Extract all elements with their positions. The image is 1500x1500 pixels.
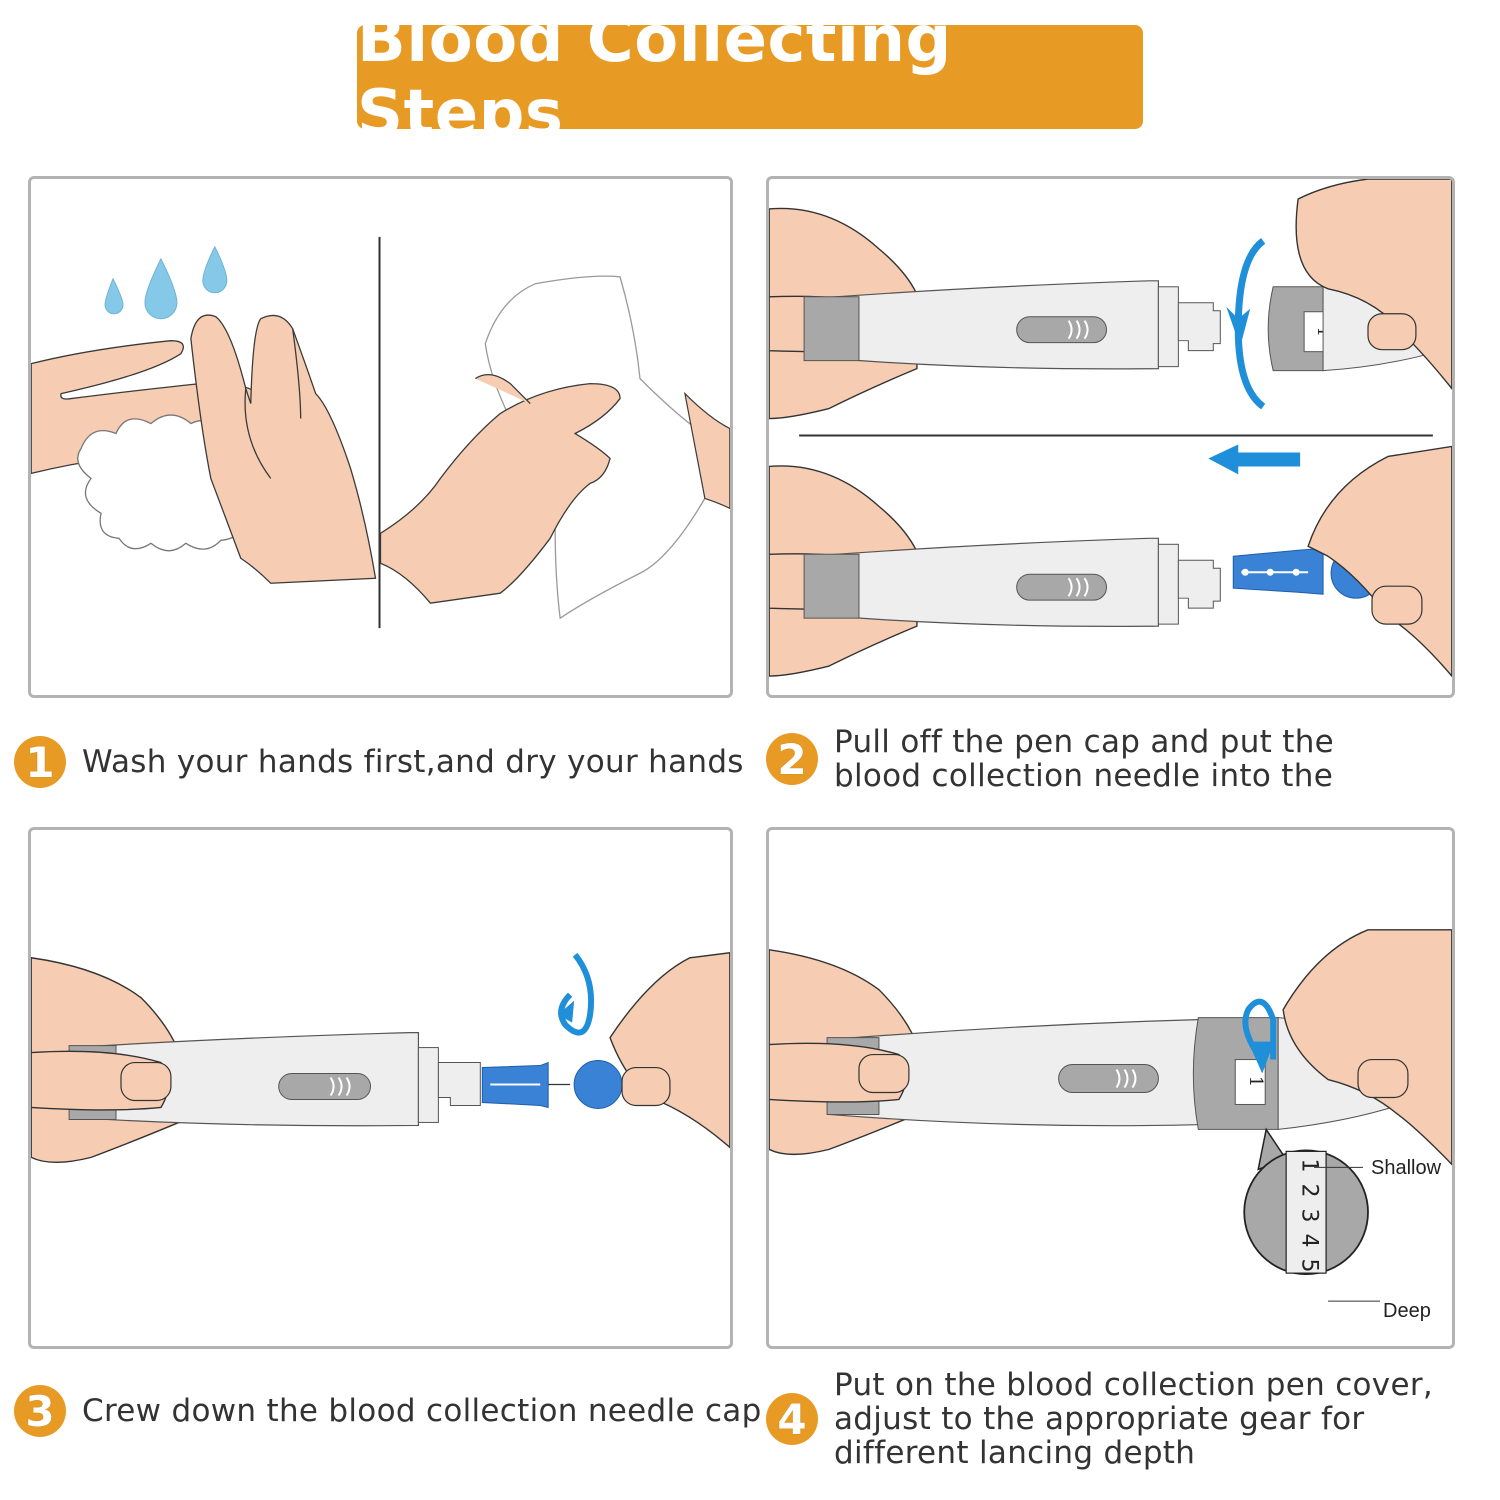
- title-banner: Blood Collecting Steps: [357, 3, 1143, 151]
- right-hand: [190, 314, 377, 584]
- drying-hand: [379, 382, 621, 604]
- step-2-caption: 2 Pull off the pen cap and put the blood…: [766, 725, 1334, 793]
- depth-value: 2: [1296, 1183, 1322, 1198]
- depth-adjust-drawing: 1: [769, 929, 1452, 1302]
- page-title: Blood Collecting Steps: [357, 3, 952, 151]
- pen-top-scene: 1: [769, 179, 1452, 420]
- depth-value: 3: [1296, 1208, 1322, 1223]
- step-text-line: different lancing depth: [834, 1435, 1196, 1471]
- hand-washing-drawing: [31, 236, 730, 629]
- step-text-line: adjust to the appropriate gear for: [834, 1401, 1365, 1437]
- depth-value: 4: [1296, 1233, 1322, 1248]
- step-2-illustration: 1: [766, 176, 1455, 698]
- lancet-needle: [481, 1061, 571, 1109]
- cap-dial-number: 1: [1245, 1076, 1266, 1087]
- step-4-caption: 4 Put on the blood collection pen cover,…: [766, 1368, 1433, 1470]
- depth-scale: 1 2 3 4 5: [1289, 1153, 1329, 1275]
- lancet-cap: [573, 1060, 623, 1109]
- depth-value: 5: [1296, 1258, 1322, 1273]
- depth-dial-magnifier: [1243, 1127, 1380, 1302]
- pen-cap-removal-drawing: 1: [769, 179, 1452, 678]
- step-number-badge: 1: [14, 736, 66, 788]
- step-3-caption: 3 Crew down the blood collection needle …: [14, 1385, 762, 1437]
- insert-arrow-icon: [1208, 444, 1301, 475]
- deep-label: Deep: [1383, 1300, 1431, 1322]
- lancet-cap-twist-drawing: [31, 952, 730, 1164]
- shallow-label: Shallow: [1371, 1157, 1442, 1179]
- step-4-illustration: 1 1 2 3 4 5 Shallow Deep: [766, 827, 1455, 1349]
- step-number-badge: 3: [14, 1385, 66, 1437]
- step-text: Pull off the pen cap and put the blood c…: [834, 725, 1334, 793]
- step-number-badge: 2: [766, 733, 818, 785]
- step-number-badge: 4: [766, 1393, 818, 1445]
- step-1-illustration: [28, 176, 733, 698]
- step-3-illustration: [28, 827, 733, 1349]
- water-drops-icon: [104, 245, 228, 320]
- rotate-arrow-icon: [558, 952, 595, 1036]
- step-text-line: Pull off the pen cap and put the: [834, 724, 1335, 760]
- pen-bottom-scene: [769, 444, 1452, 678]
- step-1-caption: 1 Wash your hands first,and dry your han…: [14, 736, 744, 788]
- depth-value: 1: [1296, 1158, 1322, 1173]
- step-text-line: Put on the blood collection pen cover,: [834, 1367, 1434, 1403]
- step-text: Wash your hands first,and dry your hands: [82, 743, 744, 780]
- step-text: Put on the blood collection pen cover, a…: [834, 1368, 1433, 1470]
- step-text-line: blood collection needle into the: [834, 758, 1334, 794]
- step-text: Crew down the blood collection needle ca…: [82, 1392, 762, 1429]
